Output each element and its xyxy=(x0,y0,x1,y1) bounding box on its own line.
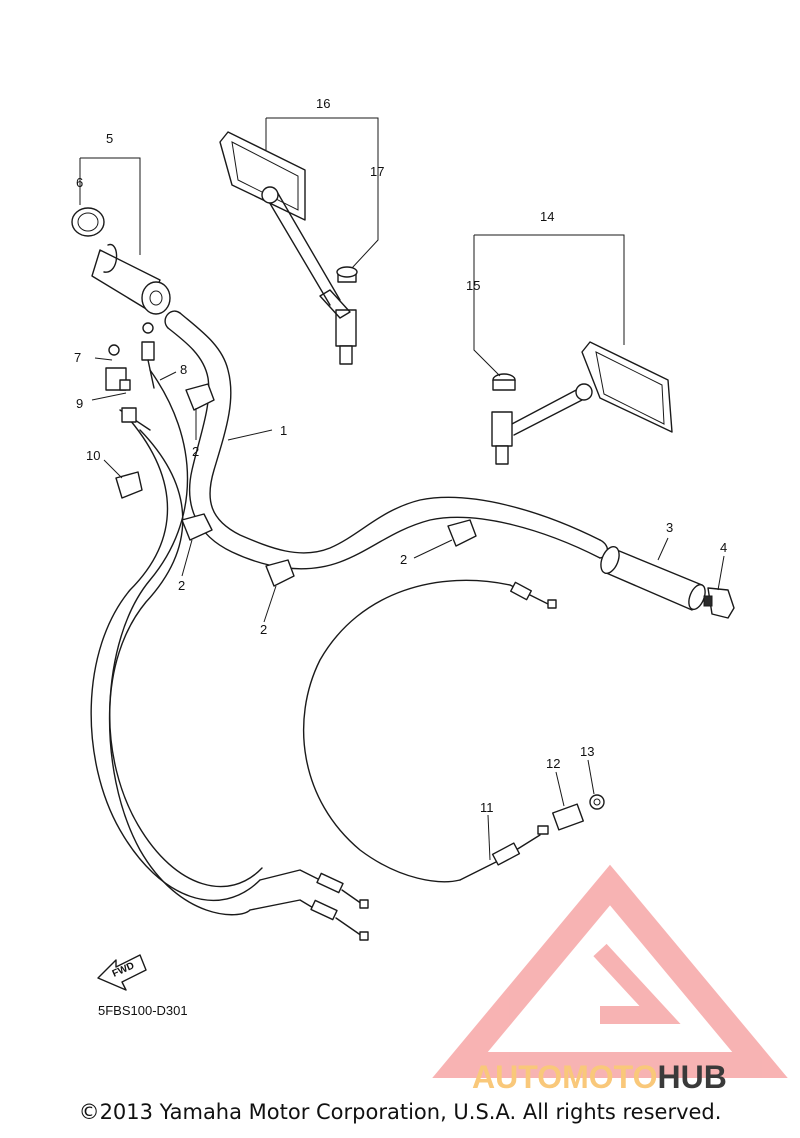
bar-end xyxy=(703,587,735,619)
watermark-logo xyxy=(432,864,788,1078)
callout-labels: 1 2 2 2 2 2 3 4 5 6 7 8 9 10 11 12 13 14… xyxy=(74,96,727,815)
diagram-code: 5FBS100-D301 xyxy=(98,1003,188,1018)
watermark-text-light: AUTOMOTO xyxy=(472,1059,657,1095)
handlebar xyxy=(164,310,609,570)
callout-2d: 2 xyxy=(400,552,407,567)
callout-7: 7 xyxy=(74,350,81,365)
left-grip-assembly xyxy=(71,207,171,315)
callout-2b: 2 xyxy=(178,578,185,593)
watermark-text-dark: HUB xyxy=(657,1059,726,1095)
callout-4: 4 xyxy=(720,540,727,555)
callout-1: 1 xyxy=(280,423,287,438)
callout-2a: 2 xyxy=(192,444,199,459)
fwd-arrow: FWD xyxy=(97,954,147,991)
cable-clamps xyxy=(115,383,477,587)
callout-16: 16 xyxy=(316,96,330,111)
callout-9: 9 xyxy=(76,396,83,411)
leader-lines xyxy=(79,117,725,861)
small-parts xyxy=(105,322,155,431)
throttle-cables xyxy=(90,369,331,916)
callout-17: 17 xyxy=(370,164,384,179)
callout-2c: 2 xyxy=(260,622,267,637)
callout-3: 3 xyxy=(666,520,673,535)
cable-ends xyxy=(310,872,369,941)
callout-5: 5 xyxy=(106,131,113,146)
callout-6: 6 xyxy=(76,175,83,190)
clutch-cable xyxy=(302,579,557,883)
callout-15: 15 xyxy=(466,278,480,293)
callout-13: 13 xyxy=(580,744,594,759)
callout-11: 11 xyxy=(480,800,494,815)
callout-14: 14 xyxy=(540,209,554,224)
right-grip xyxy=(600,545,706,611)
callout-10: 10 xyxy=(86,448,100,463)
callout-12: 12 xyxy=(546,756,560,771)
right-mirror xyxy=(491,341,673,465)
copyright-notice: ©2013 Yamaha Motor Corporation, U.S.A. A… xyxy=(78,1100,722,1124)
cable-adjuster xyxy=(537,794,605,835)
left-mirror xyxy=(219,131,358,365)
watermark-text: AUTOMOTOHUB xyxy=(472,1059,727,1095)
callout-8: 8 xyxy=(180,362,187,377)
